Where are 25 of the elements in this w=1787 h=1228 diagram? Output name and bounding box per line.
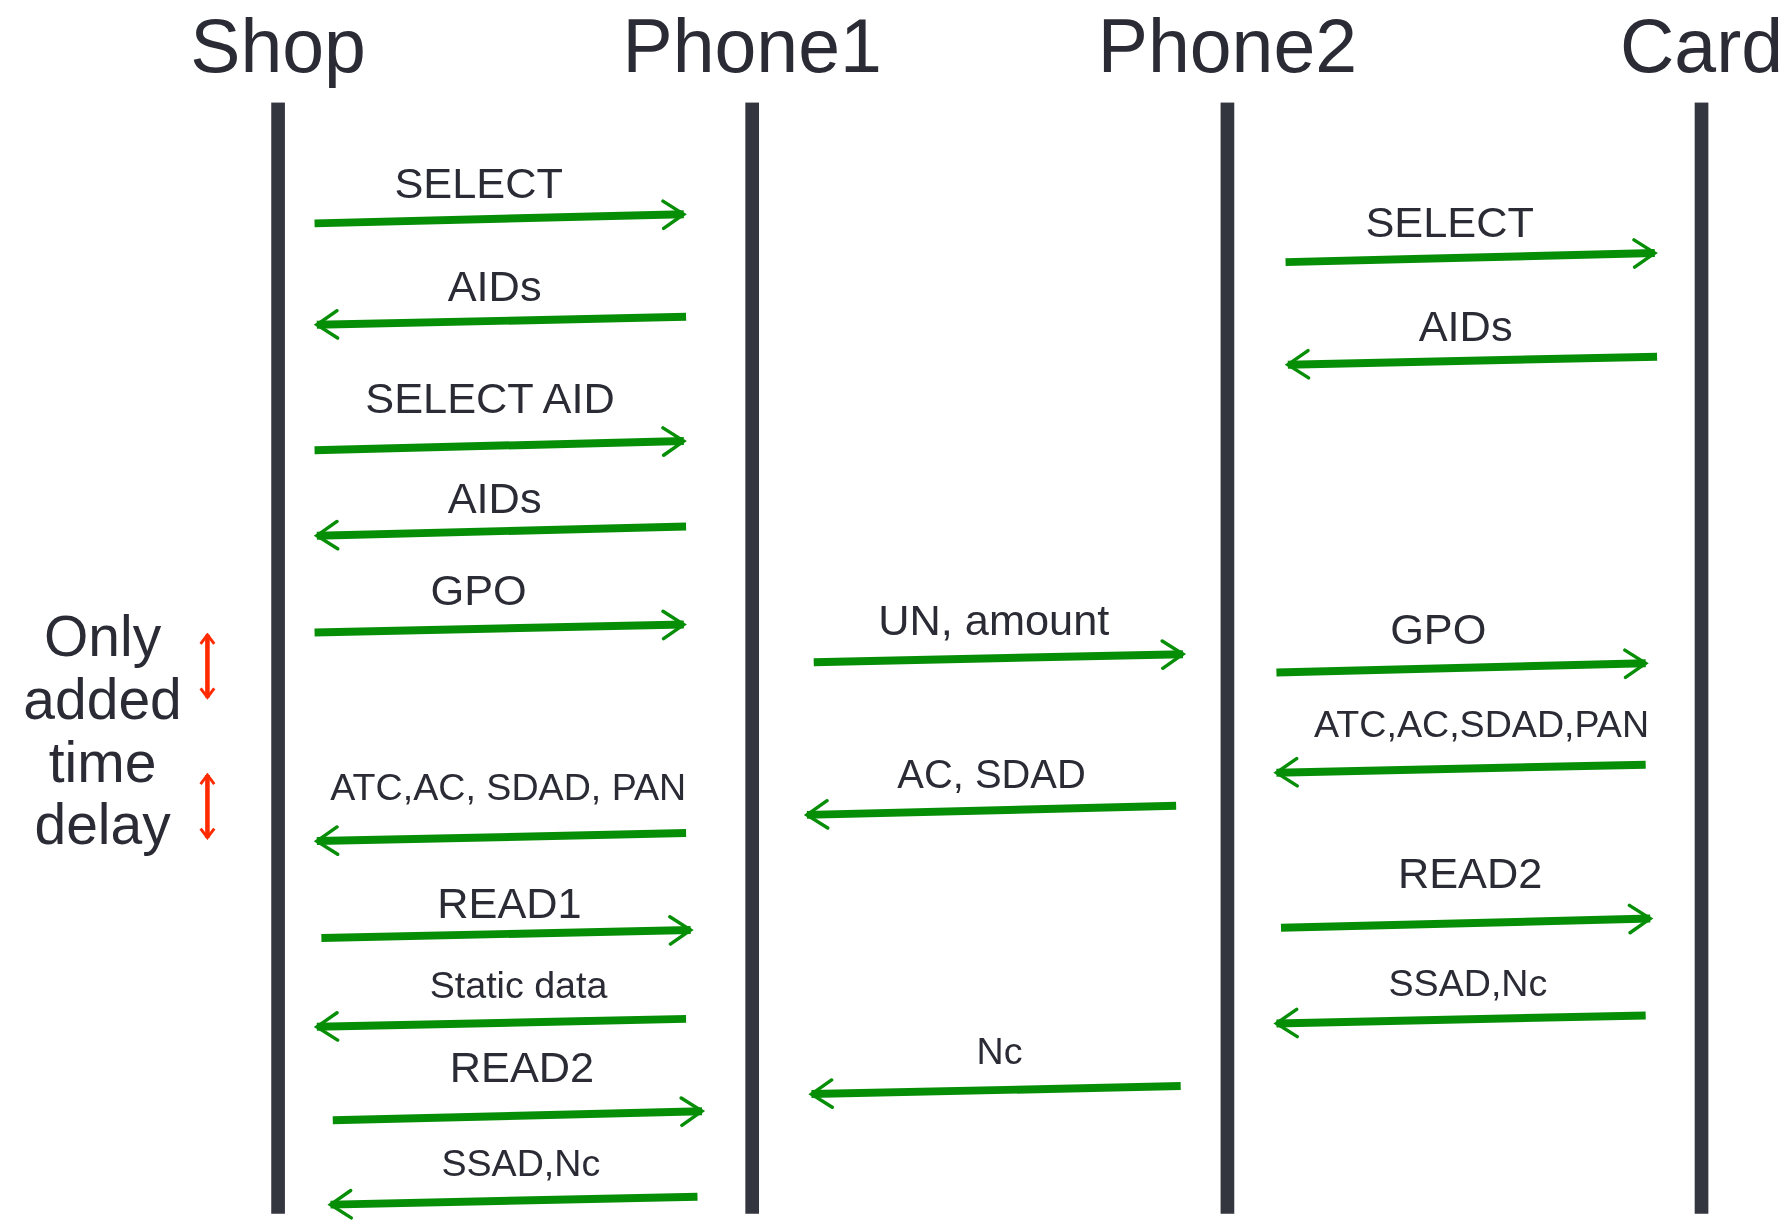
edge-label: AIDs xyxy=(447,475,542,523)
edge-label: SSAD,Nc xyxy=(1388,962,1548,1005)
edge-label: SSAD,Nc xyxy=(441,1142,601,1185)
edge-label: SELECT xyxy=(1365,199,1534,248)
note-text: Only added time delay xyxy=(22,606,183,858)
edge-label: AIDs xyxy=(1418,303,1513,351)
edge-label: ATC,AC,SDAD,PAN xyxy=(1314,704,1650,746)
edge-label: GPO xyxy=(430,567,527,616)
edge-label: ATC,AC, SDAD, PAN xyxy=(330,766,687,809)
edge-label: UN, amount xyxy=(878,597,1110,645)
lifeline-header: Phone2 xyxy=(1096,2,1359,89)
edge-label: SELECT xyxy=(394,160,563,209)
message-arrow xyxy=(1280,903,1652,935)
lifeline-header: Card xyxy=(1619,2,1785,89)
edge-label: Static data xyxy=(429,965,608,1007)
edge-label: AIDs xyxy=(447,263,542,311)
edge-label: AC, SDAD xyxy=(897,753,1086,797)
edge-label: READ1 xyxy=(437,879,582,928)
edge-label: SELECT AID xyxy=(365,375,615,423)
lifeline-header: Shop xyxy=(189,2,367,89)
edge-label: GPO xyxy=(1390,606,1487,655)
lifeline-header: Phone1 xyxy=(621,2,883,89)
edge-label: READ2 xyxy=(1397,850,1543,898)
edge-label: Nc xyxy=(976,1031,1023,1073)
edge-label: READ2 xyxy=(449,1044,595,1092)
